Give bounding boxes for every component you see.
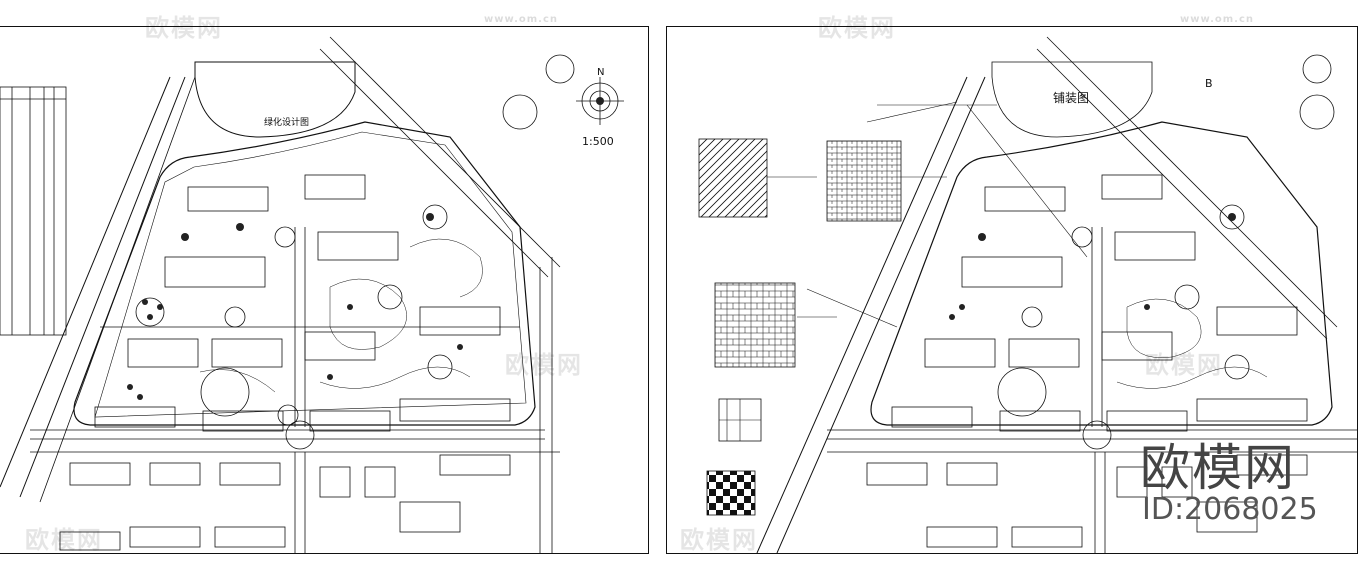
scale-label: 1:500 <box>582 135 614 148</box>
paving-plan-drawing <box>698 36 1357 553</box>
watermark-text: 欧模网 <box>145 14 223 42</box>
grid-label: B <box>1205 77 1213 90</box>
north-arrow-label: N <box>597 67 605 78</box>
watermark-url: www.om.cn <box>1180 14 1255 25</box>
watermark-text: 欧模网 <box>818 14 896 42</box>
brick-swatch <box>826 140 902 222</box>
herringbone-swatch <box>698 138 768 218</box>
paving-plan-sheet: 铺装图 B <box>666 26 1358 554</box>
plant-schedule-table <box>0 86 67 336</box>
watermark-text: 欧模网 <box>25 526 103 554</box>
model-id: ID:2068025 <box>1142 492 1318 527</box>
watermark-text: 欧模网 <box>505 351 583 379</box>
brand-watermark: 欧模网 <box>1140 439 1296 497</box>
watermark-url: www.om.cn <box>484 14 559 25</box>
basketweave-swatch <box>714 282 796 368</box>
planting-plan-sheet: 绿化设计图 1:500 N <box>0 26 649 554</box>
sheet-title: 铺装图 <box>1053 91 1090 105</box>
watermark-text: 欧模网 <box>1145 351 1223 379</box>
planting-plan-drawing <box>0 36 624 553</box>
checker-swatch <box>706 470 756 516</box>
sheet-title: 绿化设计图 <box>264 118 310 128</box>
tree-clusters <box>127 97 604 400</box>
watermark-text: 欧模网 <box>680 526 758 554</box>
